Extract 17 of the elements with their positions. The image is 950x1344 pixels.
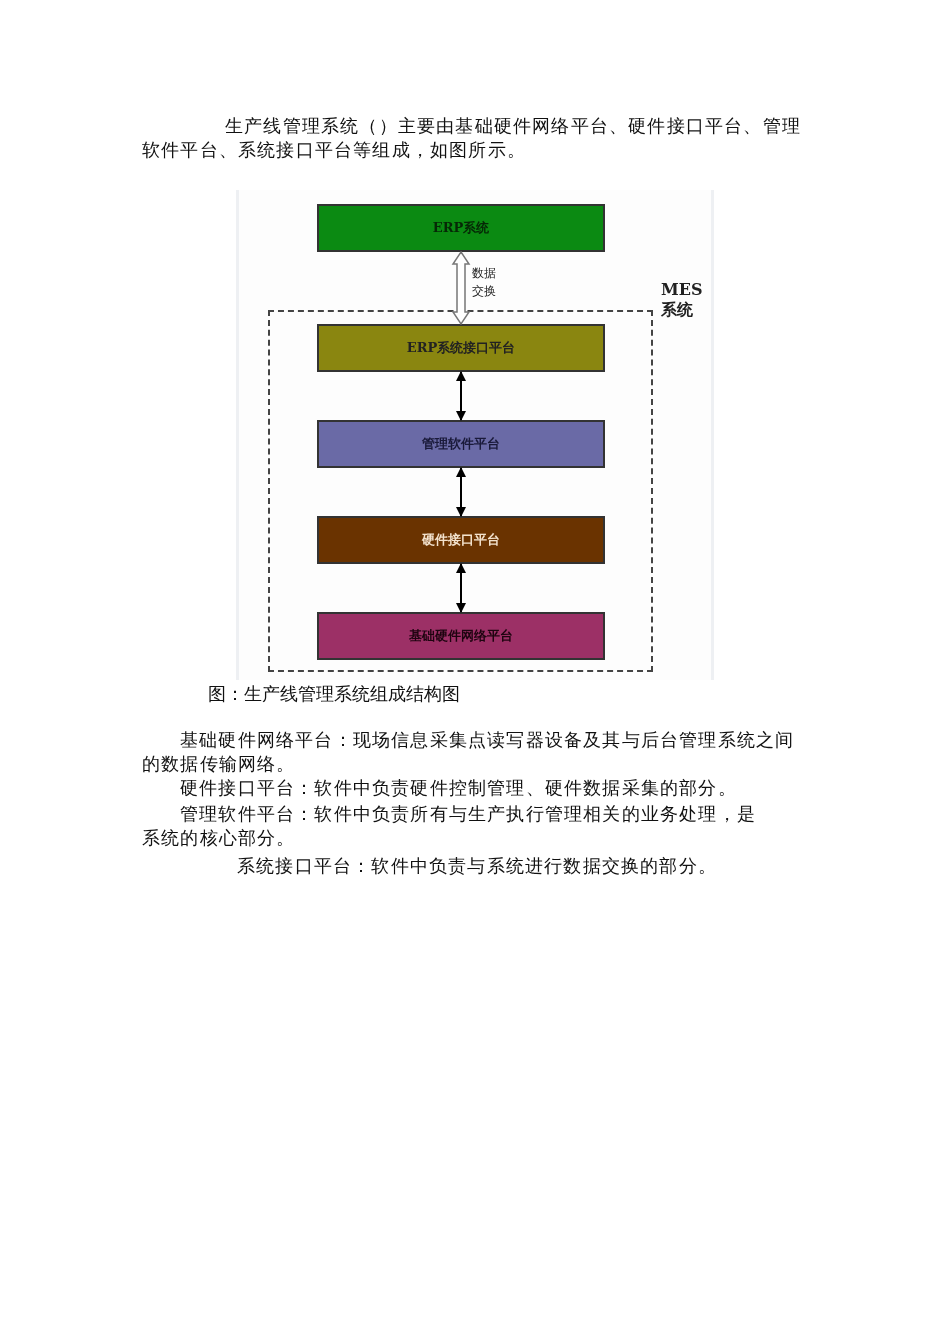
paragraph: 生产线管理系统（）主要由基础硬件网络平台、硬件接口平台、管理软件平台、系统接口平台等组成，如图所示。 (142, 114, 802, 162)
figure-caption: 图：生产线管理系统组成结构图 (208, 682, 460, 706)
paragraph: 管理软件平台：软件中负责所有与生产执行管理相关的业务处理，是系统的核心部分。 (142, 802, 757, 850)
platform-box: 管理软件平台 (317, 420, 605, 468)
container-heading: MES 系统 (661, 280, 701, 320)
platform-box: 硬件接口平台 (317, 516, 605, 564)
paragraph: 系统接口平台：软件中负责与系统进行数据交换的部分。 (236, 854, 718, 878)
platform-box: 基础硬件网络平台 (317, 612, 605, 660)
double-arrow (456, 563, 466, 613)
platform-box: ERP系统接口平台 (317, 324, 605, 372)
edge-label: 数据交换 (472, 264, 498, 300)
double-arrow (451, 250, 471, 326)
paragraph: 硬件接口平台：软件中负责硬件控制管理、硬件数据采集的部分。 (179, 776, 738, 800)
double-arrow (456, 371, 466, 421)
paragraph: 基础硬件网络平台：现场信息采集点读写器设备及其与后台管理系统之间的数据传输网络。 (142, 728, 796, 776)
system-box: ERP系统 (317, 204, 605, 252)
double-arrow (456, 467, 466, 517)
